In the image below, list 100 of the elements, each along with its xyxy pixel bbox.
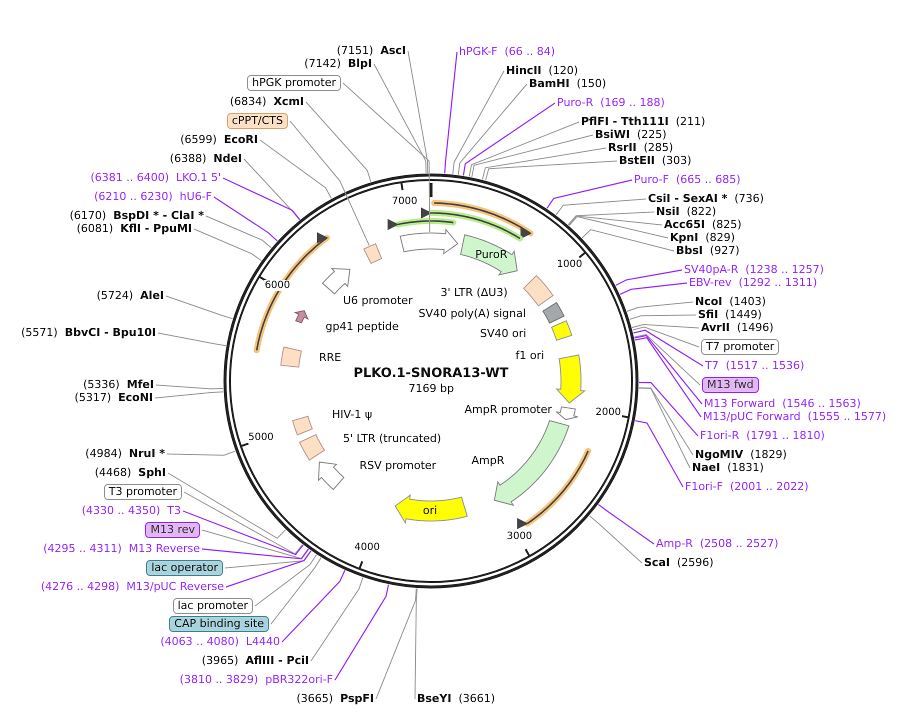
primer-name: T7 (705, 359, 719, 372)
site-position: (5317) (74, 391, 112, 404)
site-position: (1496) (736, 321, 774, 334)
site-position: (927) (710, 244, 740, 257)
enzyme-name: CsiI - SexAI * (648, 192, 728, 205)
primer-name: Puro-F (634, 173, 669, 186)
enzyme-name: NdeI (213, 152, 242, 165)
primer-range: (4276 .. 4298) (40, 580, 120, 593)
enzyme-name: BsiWI (595, 128, 630, 141)
feature-tag: cPPT/CTS (226, 113, 288, 129)
primer-name: M13/pUC Reverse (126, 580, 224, 593)
feature-label: ori (422, 504, 438, 518)
feature-tag: lac promoter (172, 598, 253, 614)
enzyme-name: BspDI * - ClaI * (113, 209, 204, 222)
site-position: (6081) (76, 222, 114, 235)
primer-range: (6381 .. 6400) (90, 171, 170, 184)
leader-line (638, 387, 694, 456)
site-position: (4984) (85, 447, 122, 460)
primer-range: (1292 .. 1311) (738, 276, 818, 289)
feature-label: 5' LTR (truncated) (343, 432, 442, 444)
plasmid-size: 7169 bp (408, 382, 454, 395)
site-position: (5724) (96, 289, 134, 302)
site-position: (2596) (676, 556, 714, 569)
enzyme-name: KpnI (670, 231, 698, 244)
leader-line (290, 120, 370, 246)
leader-line (206, 216, 272, 248)
primer-range: (1546 .. 1563) (782, 397, 861, 410)
leader-line (458, 84, 528, 176)
leader-line (224, 550, 312, 568)
site-position: (7151) (336, 44, 374, 57)
primer-name: F1ori-F (685, 480, 723, 493)
leader-line (462, 102, 556, 176)
feature-tag: lac operator (146, 560, 223, 576)
site-position: (6388) (170, 152, 206, 165)
leader-line (194, 228, 262, 262)
scale-number: 2000 (594, 406, 622, 418)
primer-range: (6210 .. 6230) (94, 190, 173, 203)
primer-name: hPGK-F (459, 45, 498, 58)
primer-name: M13 Forward (704, 397, 776, 410)
site-position: (3665) (296, 692, 334, 705)
primer-name: Amp-R (656, 537, 693, 550)
enzyme-name: PflFI - Tth111I (581, 115, 669, 128)
leader-line (182, 510, 304, 556)
enzyme-name: EcoRI (224, 133, 258, 146)
primer-name: M13/pUC Forward (703, 410, 801, 423)
enzyme-name: NgoMIV (695, 448, 744, 461)
site-position: (6599) (180, 133, 217, 146)
site-position: (3661) (458, 692, 496, 705)
leader-line (632, 324, 700, 328)
primer-name: SV40pA-R (684, 263, 738, 276)
leader-line (306, 102, 372, 182)
enzyme-name: NsiI (656, 205, 680, 218)
primer-range: (1555 .. 1577) (808, 410, 886, 423)
leader-line (334, 584, 390, 680)
site-position: (211) (676, 115, 706, 128)
feature-tag: T3 promoter (104, 484, 182, 500)
leader-line (444, 52, 458, 174)
leader-line (414, 588, 418, 700)
feature-tag: M13 rev (145, 522, 200, 538)
primer-range: (4295 .. 4311) (43, 542, 122, 555)
leader-line (270, 557, 322, 624)
enzyme-name: AscI (380, 44, 406, 57)
site-position: (3965) (202, 654, 238, 667)
site-position: (1449) (725, 308, 762, 321)
primer-range: (66 .. 84) (504, 45, 556, 58)
leader-line (638, 388, 690, 468)
primer-range: (2508 .. 2527) (700, 537, 778, 550)
plasmid-name: PLKO.1-SNORA13-WT (354, 366, 508, 381)
site-position: (5571) (21, 326, 58, 339)
primer-name: M13 Reverse (128, 542, 200, 555)
enzyme-name: MfeI (126, 378, 154, 391)
primer-range: (2001 .. 2022) (730, 480, 808, 493)
leader-line (634, 337, 702, 418)
leader-line (222, 177, 300, 220)
feature-label: AmpR promoter (464, 402, 552, 416)
enzyme-name: BstEII (619, 154, 655, 167)
enzyme-name: BamHI (529, 77, 570, 90)
primer-name: LKO.1 5' (176, 171, 221, 184)
leader-line (202, 530, 309, 560)
feature-label: RRE (319, 350, 342, 364)
leader-line (166, 296, 234, 320)
primer-name: T3 (167, 504, 181, 517)
site-position: (822) (686, 205, 716, 218)
leader-line (184, 492, 303, 555)
scale-number: 4000 (353, 542, 381, 554)
enzyme-name: AvrII (701, 321, 730, 334)
enzyme-name: SphI (138, 466, 166, 479)
site-position: (285) (644, 141, 674, 154)
enzyme-name: RsrII (608, 141, 637, 154)
leader-line (485, 160, 618, 181)
leader-line (168, 472, 286, 539)
site-position: (4468) (94, 466, 132, 479)
leader-line (202, 548, 309, 560)
site-position: (1831) (727, 461, 764, 474)
enzyme-name: ScaI (644, 556, 670, 569)
site-position: (1829) (750, 448, 787, 461)
leader-line (634, 334, 702, 404)
leader-line (639, 382, 698, 436)
leader-line (568, 212, 654, 226)
feature-label: SV40 poly(A) signal (418, 306, 526, 320)
